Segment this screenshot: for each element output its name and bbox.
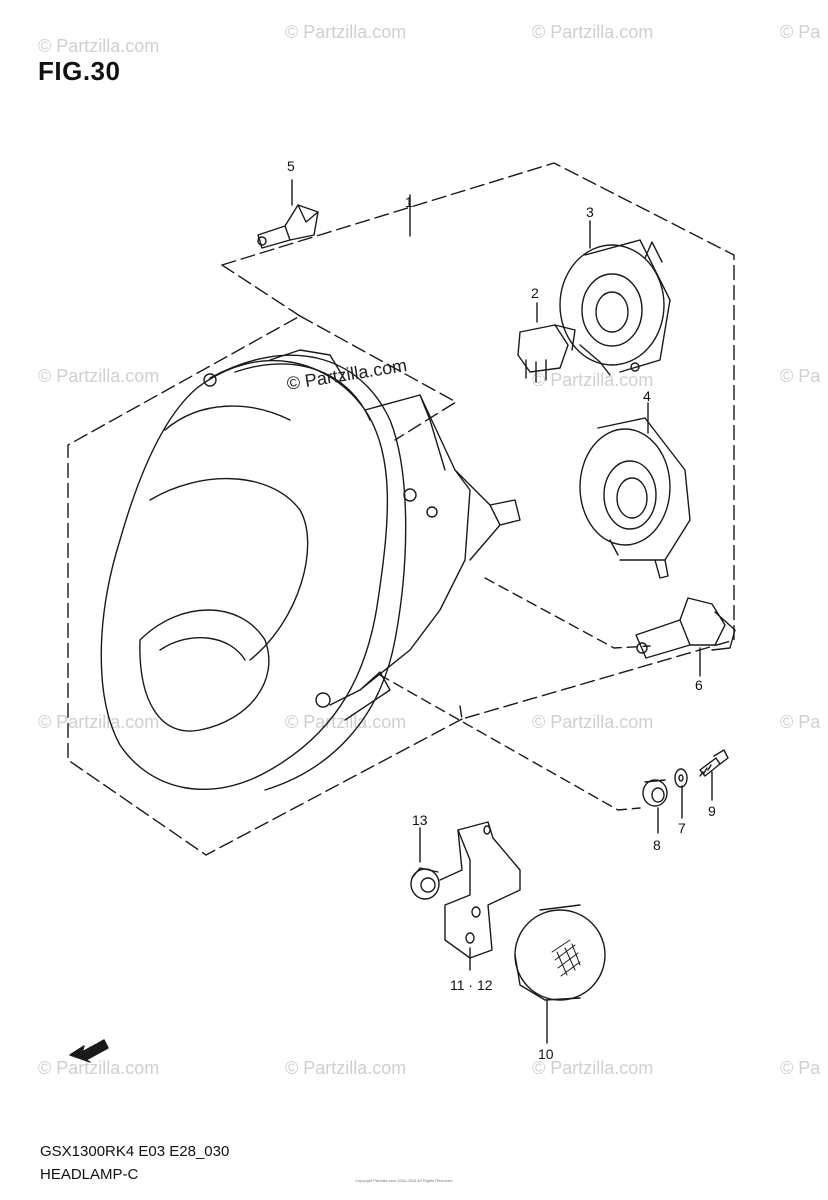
washer-part-7 [674,768,688,788]
assembly-boundary [221,162,735,720]
watermark: © Partzilla.com [38,36,160,56]
callout-11-12: 11 · 12 [450,977,493,993]
watermark: © Partzilla.com [38,1058,160,1078]
figure-name: HEADLAMP-C [40,1166,139,1183]
cap-part-3 [559,239,671,376]
callout-9: 9 [708,803,716,819]
watermark: © Partzilla.com [532,22,654,42]
watermark: © Partzilla.com [285,1058,407,1078]
forward-arrow-icon [69,1039,109,1063]
assembly-boundary-inner [221,264,301,317]
callout-6: 6 [695,677,703,693]
cover-part-10 [514,904,606,1001]
watermark: © Partzilla.com [532,1058,654,1078]
watermark: © Pa [780,22,821,42]
copyright-note: Copyright Partzilla.com 2004-2016 All Ri… [355,1178,453,1183]
bulb-part-6 [635,597,736,659]
grommet-part-8 [642,779,668,807]
socket-part-2 [517,324,576,383]
assembly-boundary-left [67,315,463,856]
screw-part-9 [699,749,729,777]
model-code: GSX1300RK4 E03 E28_030 [40,1143,230,1160]
headlamp-lens-outline [100,359,389,790]
headlamp-rear-housing [329,394,471,706]
watermark: © Partzilla.com [532,370,654,390]
figure-title: FIG.30 [38,56,121,86]
watermark: © Pa [780,1058,821,1078]
watermark: © Partzilla.com [285,712,407,732]
watermark: © Pa [780,712,821,732]
callout-4: 4 [643,388,651,404]
callout-3: 3 [586,204,594,220]
callout-7: 7 [678,820,686,836]
callout-13: 13 [412,812,428,828]
watermark: © Partzilla.com [38,366,160,386]
callout-10: 10 [538,1046,554,1062]
callout-2: 2 [531,285,539,301]
callout-8: 8 [653,837,661,853]
watermark: © Partzilla.com [532,712,654,732]
nut-part-13 [410,867,440,900]
watermark: © Pa [780,366,821,386]
callout-5: 5 [287,158,295,174]
cap-part-4 [579,417,691,579]
callout-1: 1 [405,194,413,210]
bulb-part-5 [257,204,319,249]
bracket-part-11-12 [439,821,521,959]
watermark: © Partzilla.com [285,22,407,42]
